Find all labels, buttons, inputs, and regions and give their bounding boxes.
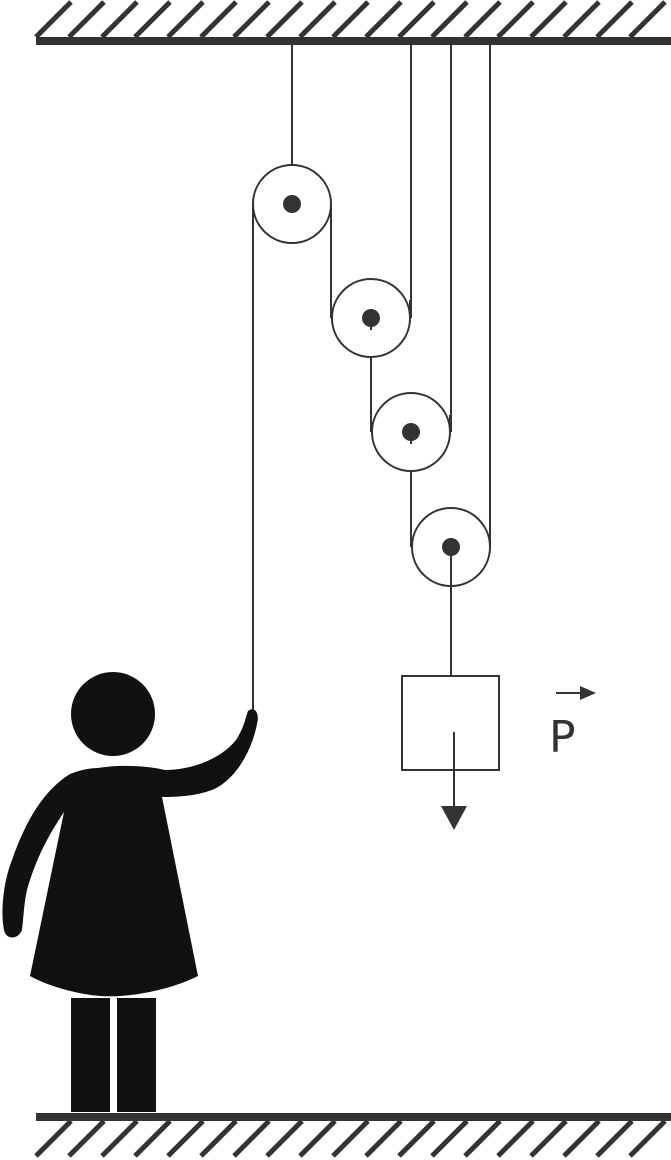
- pulley-1: [252, 164, 332, 244]
- ceiling-hatch-line-7: [265, 0, 304, 39]
- ceiling-hatch-line-15: [529, 0, 568, 39]
- force-label-group: P: [549, 686, 596, 763]
- ropes: [252, 45, 491, 712]
- floor-hatch-line-16: [562, 1119, 601, 1158]
- floor-hatch-line-15: [529, 1119, 568, 1158]
- load-block: [401, 675, 500, 830]
- floor: [34, 1113, 671, 1158]
- ceiling-hatch-line-3: [133, 0, 172, 39]
- ceiling-hatch-line-0: [34, 0, 73, 39]
- floor-hatch-line-13: [463, 1119, 502, 1158]
- floor-hatch-line-17: [595, 1119, 634, 1158]
- person-head: [71, 672, 155, 756]
- ceiling-hatch-line-13: [463, 0, 502, 39]
- force-label: P: [549, 712, 576, 763]
- ceiling-hatch-line-18: [628, 0, 667, 39]
- floor-hatch-line-3: [133, 1119, 172, 1158]
- person-leg-right: [117, 998, 156, 1112]
- floor-hatch-line-18: [628, 1119, 667, 1158]
- floor-hatch-line-9: [331, 1119, 370, 1158]
- ceiling-hatch-line-8: [298, 0, 337, 39]
- person-silhouette: [2, 672, 258, 1112]
- ceiling-hatch-line-14: [496, 0, 535, 39]
- floor-hatch-line-11: [397, 1119, 436, 1158]
- floor-hatch-line-5: [199, 1119, 238, 1158]
- ceiling-hatch-line-16: [562, 0, 601, 39]
- ceiling-hatch-line-17: [595, 0, 634, 39]
- force-arrow-head-icon: [441, 806, 467, 830]
- floor-hatch-line-2: [100, 1119, 139, 1158]
- floor-hatch-line-6: [232, 1119, 271, 1158]
- floor-hatch-line-4: [166, 1119, 205, 1158]
- ceiling-hatch-line-12: [430, 0, 469, 39]
- ceiling-hatch-line-9: [331, 0, 370, 39]
- ceiling-hatch-line-2: [100, 0, 139, 39]
- ceiling-hatch-line-1: [67, 0, 106, 39]
- ceiling: [34, 0, 671, 45]
- floor-hatch-line-8: [298, 1119, 337, 1158]
- ceiling-hatch-line-6: [232, 0, 271, 39]
- floor-hatch-line-0: [34, 1119, 73, 1158]
- rope-tangents: [252, 204, 491, 676]
- ceiling-hatch-line-10: [364, 0, 403, 39]
- ceiling-hatch-line-4: [166, 0, 205, 39]
- load-box: [401, 675, 500, 771]
- ceiling-hatch-line-5: [199, 0, 238, 39]
- ceiling-bar: [36, 37, 671, 45]
- person-leg-left: [71, 998, 110, 1112]
- floor-bar: [36, 1113, 671, 1121]
- floor-hatch-line-14: [496, 1119, 535, 1158]
- floor-hatch-line-10: [364, 1119, 403, 1158]
- pulley-1-axle: [283, 195, 301, 213]
- ceiling-hatch-line-11: [397, 0, 436, 39]
- ceiling-hatch: [34, 0, 667, 39]
- vector-arrow-head-icon: [580, 686, 596, 700]
- floor-hatch: [34, 1119, 667, 1158]
- floor-hatch-line-1: [67, 1119, 106, 1158]
- floor-hatch-line-7: [265, 1119, 304, 1158]
- floor-hatch-line-12: [430, 1119, 469, 1158]
- person-dress: [2, 709, 258, 997]
